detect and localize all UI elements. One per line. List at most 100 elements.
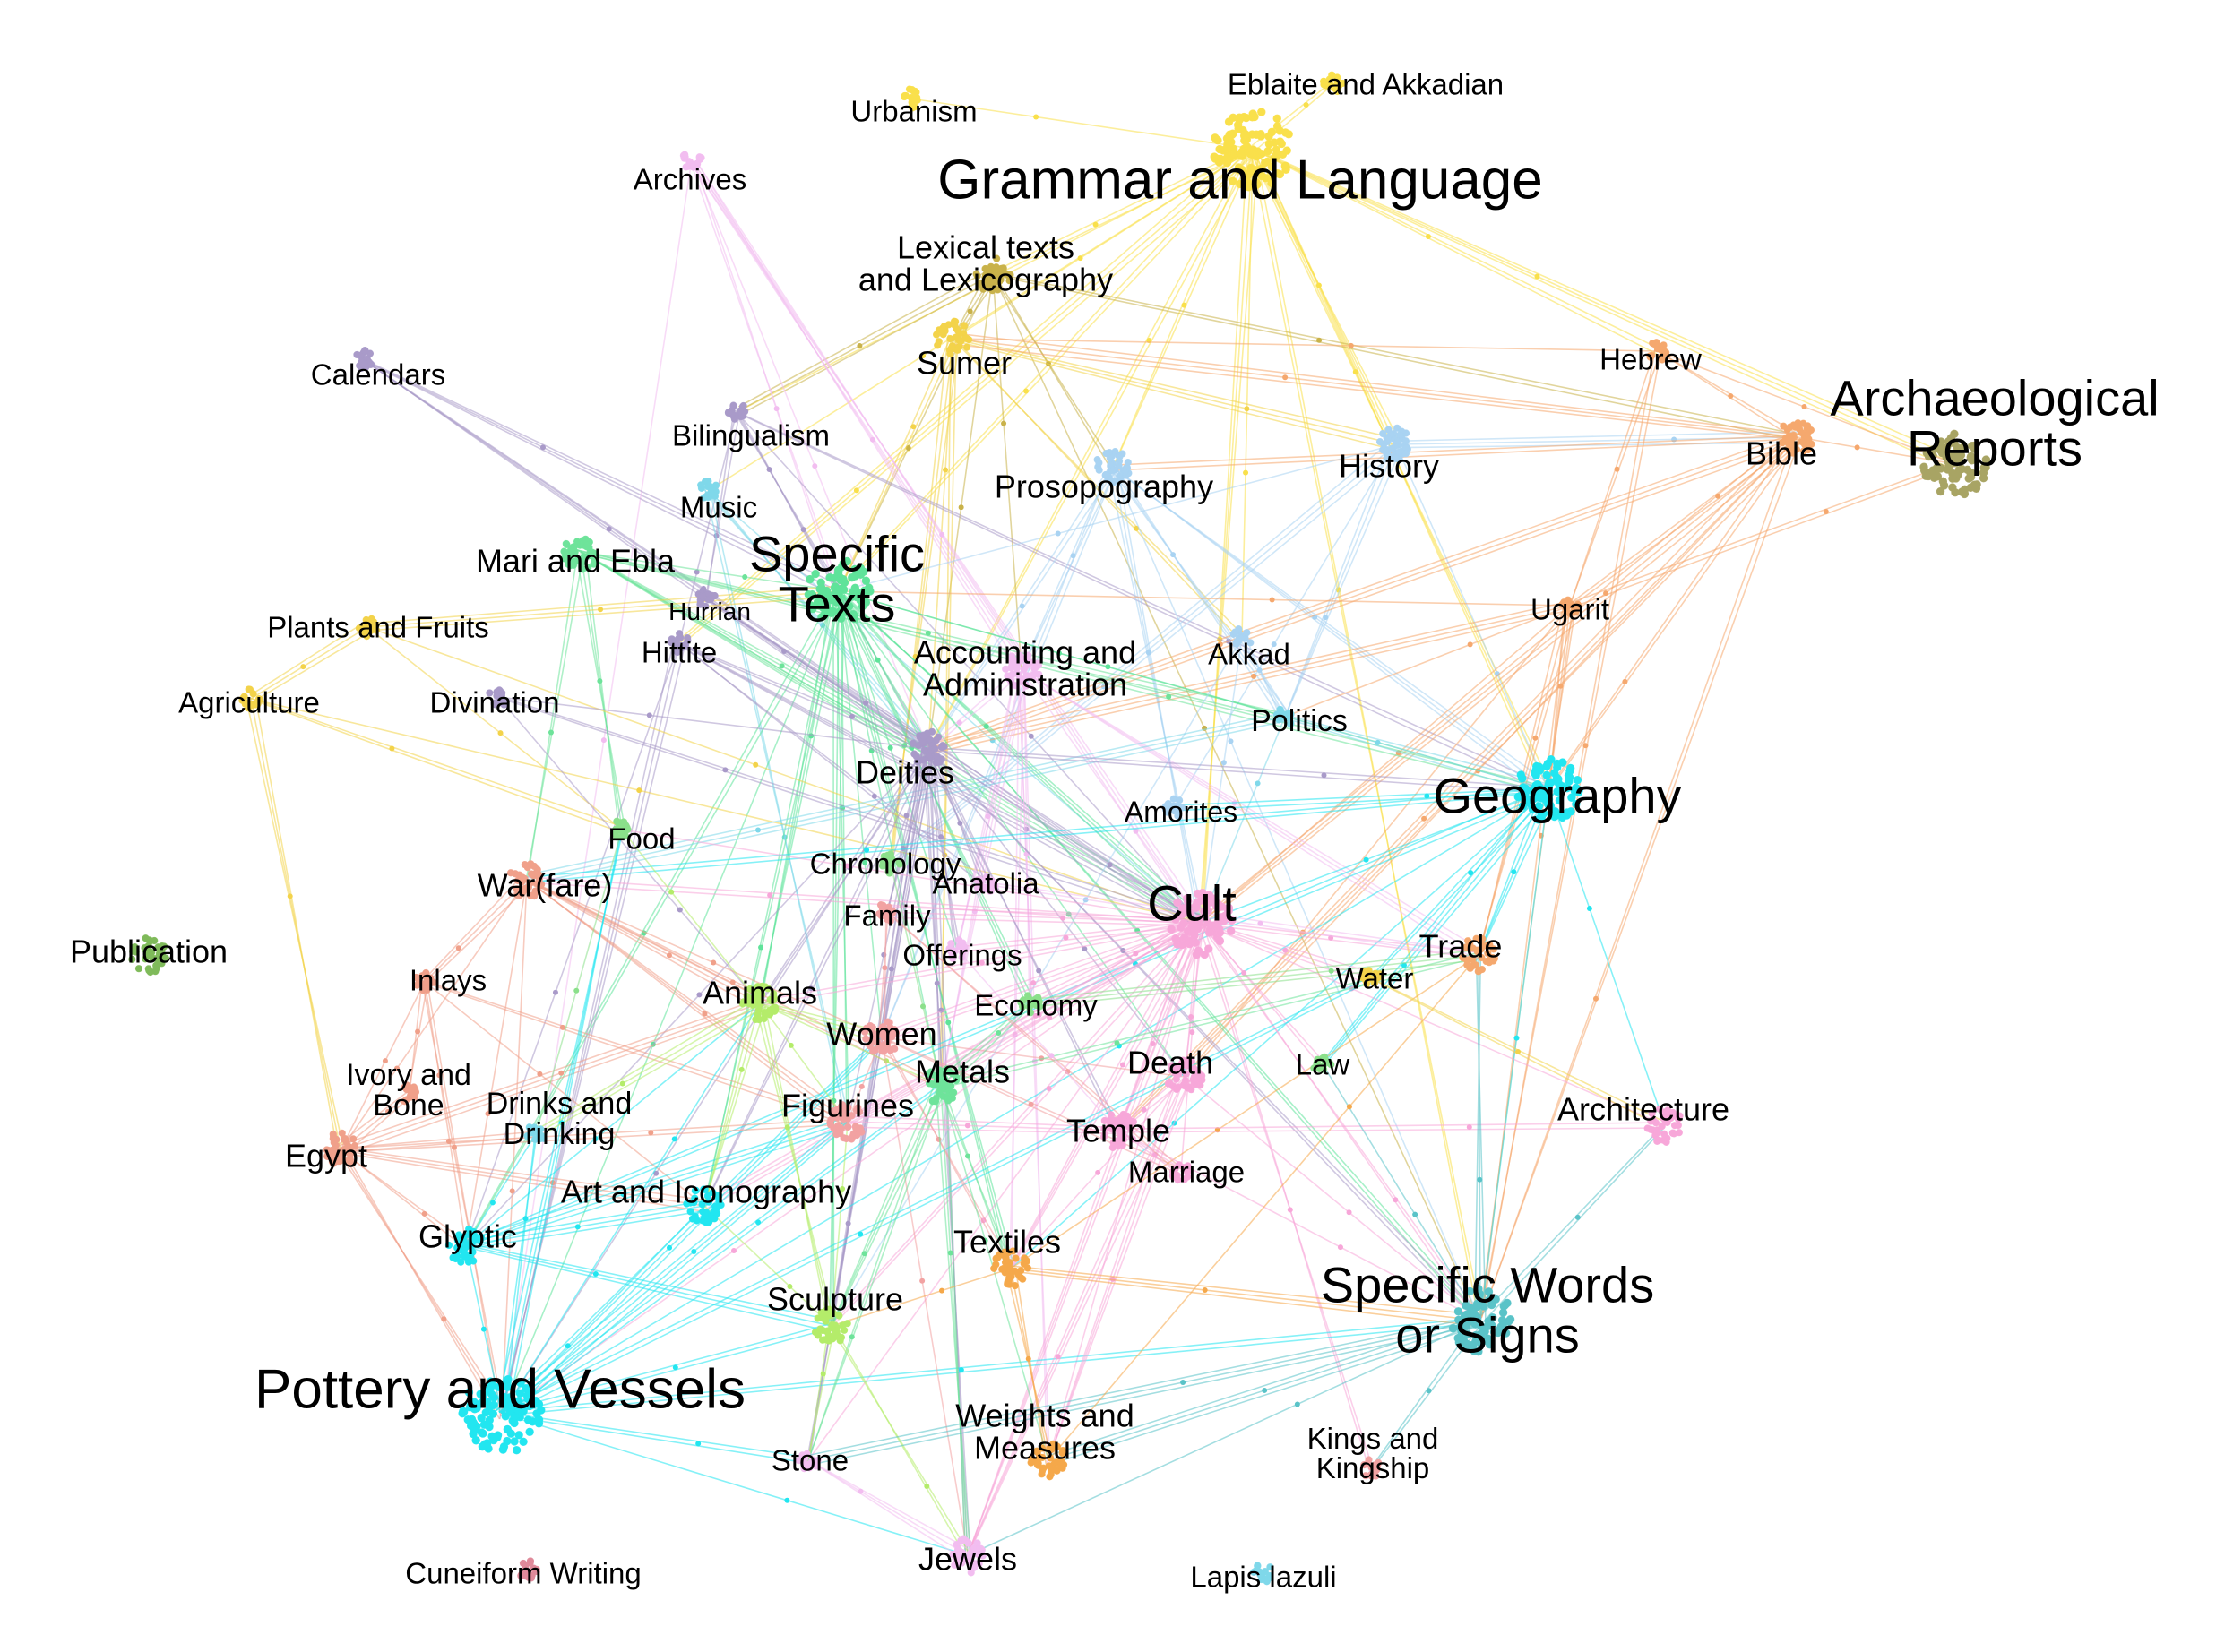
node-dot: [1013, 664, 1021, 672]
node-figurines[interactable]: [826, 1101, 866, 1143]
node-akkad[interactable]: [1229, 625, 1255, 648]
node-anatolia[interactable]: [973, 873, 999, 895]
edge-prosopography-deities: [927, 469, 1117, 753]
node-mari[interactable]: [560, 535, 599, 573]
node-dot: [1555, 796, 1565, 805]
node-amorites[interactable]: [1161, 795, 1186, 820]
node-metals[interactable]: [924, 1065, 961, 1106]
edge-history-politics: [1286, 441, 1392, 712]
node-chronology[interactable]: [878, 850, 904, 877]
node-women[interactable]: [861, 1018, 901, 1055]
node-urbanism[interactable]: [901, 85, 921, 112]
edge-weights-trade: [1048, 954, 1479, 1461]
edge-dot-bible-archaeological: [1854, 444, 1860, 451]
node-lexical[interactable]: [972, 254, 1014, 295]
node-grammar[interactable]: [1210, 108, 1293, 192]
node-glyptic[interactable]: [444, 1225, 486, 1266]
node-dot: [707, 595, 715, 604]
node-offerings[interactable]: [945, 936, 969, 962]
node-ugarit[interactable]: [1558, 596, 1582, 618]
node-temple[interactable]: [1100, 1110, 1137, 1152]
node-history[interactable]: [1375, 424, 1411, 464]
node-dot: [686, 1208, 694, 1216]
edge-dot-geography-war: [864, 847, 870, 853]
edge-deities-specificwords: [930, 750, 1480, 1324]
node-bilingualism[interactable]: [724, 401, 749, 423]
node-economy[interactable]: [1017, 992, 1044, 1017]
node-egypt[interactable]: [323, 1129, 359, 1167]
node-dot: [1565, 777, 1574, 786]
node-dot: [1562, 810, 1572, 820]
node-death[interactable]: [1164, 1056, 1206, 1094]
node-dot: [1241, 130, 1250, 139]
edge-glyptic-art: [460, 1200, 707, 1243]
node-hebrew[interactable]: [1646, 339, 1670, 364]
node-dot: [1936, 437, 1945, 446]
node-hittite[interactable]: [668, 630, 692, 657]
label-publication: Publication: [70, 934, 228, 970]
node-inlays[interactable]: [412, 968, 437, 994]
node-archaeological[interactable]: [1919, 429, 1991, 499]
label-marriage: Marriage: [1128, 1156, 1245, 1189]
label-line: Figurines: [781, 1088, 914, 1124]
label-line: Inlays: [410, 964, 487, 997]
node-dot: [1174, 812, 1182, 820]
node-dot: [715, 1192, 723, 1200]
node-drinks[interactable]: [523, 1123, 548, 1143]
node-dot: [1567, 600, 1575, 608]
edge-dot-specificwords-law: [1412, 1211, 1418, 1217]
node-music[interactable]: [697, 478, 720, 502]
node-geography[interactable]: [1513, 754, 1583, 824]
node-eblaite[interactable]: [1320, 71, 1347, 96]
node-prosopography[interactable]: [1093, 448, 1133, 486]
node-dot: [697, 481, 705, 489]
node-dot: [712, 1204, 720, 1213]
node-plants[interactable]: [355, 615, 381, 641]
node-dot: [1183, 1167, 1191, 1175]
node-architecture[interactable]: [1643, 1105, 1684, 1147]
node-dot: [908, 86, 916, 94]
node-war[interactable]: [506, 860, 546, 900]
label-politics: Politics: [1251, 704, 1348, 738]
node-deities[interactable]: [910, 727, 948, 767]
node-hurrian[interactable]: [694, 587, 719, 610]
label-history: History: [1339, 448, 1439, 485]
label-line: Bilingualism: [672, 419, 830, 452]
node-divination[interactable]: [486, 686, 509, 709]
node-publication[interactable]: [128, 934, 170, 977]
node-bible[interactable]: [1778, 419, 1815, 457]
node-specifictexts[interactable]: [804, 556, 875, 624]
node-water[interactable]: [1358, 967, 1384, 988]
node-dot: [512, 1445, 522, 1455]
edge-specifictexts-specificwords: [835, 589, 1482, 1319]
node-archives[interactable]: [679, 151, 705, 171]
node-trade[interactable]: [1459, 934, 1498, 976]
node-dot: [1565, 766, 1574, 776]
node-accounting[interactable]: [1002, 651, 1043, 690]
node-law[interactable]: [1310, 1053, 1335, 1073]
node-agriculture[interactable]: [238, 685, 264, 712]
node-sumer[interactable]: [933, 317, 973, 357]
edge-dot-hebrew-bible: [1728, 393, 1734, 400]
edge-hittite-deities: [681, 644, 928, 753]
edge-dot-stone-jewels: [858, 1488, 864, 1494]
node-cult[interactable]: [1167, 888, 1237, 959]
node-animals[interactable]: [738, 982, 780, 1024]
node-food[interactable]: [609, 817, 632, 841]
edge-women-family: [884, 914, 887, 1039]
node-ivory[interactable]: [401, 1081, 420, 1106]
node-dot: [834, 1122, 842, 1130]
edge-dot-archives-accounting: [869, 436, 875, 443]
node-politics[interactable]: [1272, 705, 1295, 728]
node-calendars[interactable]: [353, 346, 375, 373]
node-dot: [1010, 657, 1018, 665]
node-dot: [1388, 444, 1396, 452]
label-line: Drinking: [504, 1117, 616, 1151]
node-family[interactable]: [875, 900, 897, 925]
edge-dot-war-metals: [729, 979, 736, 985]
edge-hittite-pottery: [498, 646, 685, 1420]
node-art[interactable]: [683, 1185, 725, 1226]
node-dot: [850, 583, 860, 593]
edge-dot-grammar-music: [920, 353, 927, 359]
node-marriage[interactable]: [1168, 1161, 1193, 1184]
